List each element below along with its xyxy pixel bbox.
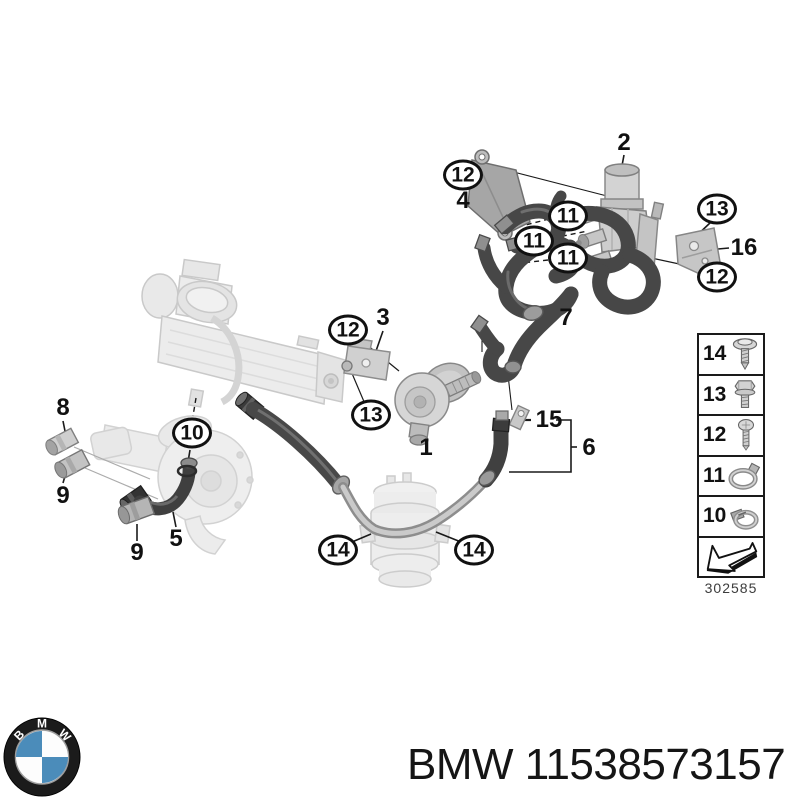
callout-part-9-a: 9 <box>56 482 70 509</box>
bracket-16 <box>675 227 721 275</box>
flange-bolt-icon <box>727 376 761 414</box>
legend-row-10: 10 <box>699 497 763 538</box>
legend-number: 12 <box>703 423 727 447</box>
roundel-quadrant-blue-tl <box>16 731 42 757</box>
bmw-logo: B M W <box>2 716 82 800</box>
parts-diagram-illustration <box>45 149 730 588</box>
callout-clamp-11-c: 11 <box>548 242 588 274</box>
fastener-legend: 14 13 <box>697 333 765 578</box>
roundel-quadrant-white-bl <box>16 757 42 783</box>
water-pump-1 <box>394 362 482 446</box>
callout-clamp-10: 10 <box>172 417 212 449</box>
legend-row-13: 13 <box>699 376 763 416</box>
callout-screw-14-a: 14 <box>318 534 358 566</box>
callout-part-3: 3 <box>376 304 390 331</box>
callout-clamp-11-a: 11 <box>548 200 588 232</box>
clamp-10-on-hose <box>176 464 198 478</box>
callout-bolt-13-b: 13 <box>351 399 391 431</box>
callout-clamp-11-b: 11 <box>514 225 554 257</box>
callout-part-8: 8 <box>56 394 70 421</box>
callout-part-6: 6 <box>582 434 596 461</box>
roundel-quadrant-white-tr <box>42 731 68 757</box>
callout-part-16: 16 <box>730 234 758 261</box>
legend-row-14: 14 <box>699 335 763 376</box>
callout-part-7: 7 <box>559 304 573 331</box>
spring-clamp-icon <box>727 498 761 534</box>
callout-screw-12-b: 12 <box>697 261 737 293</box>
washer-screw-icon <box>727 335 761 373</box>
callout-screw-14-b: 14 <box>454 534 494 566</box>
callout-part-1: 1 <box>419 434 433 461</box>
legend-number: 14 <box>703 342 727 366</box>
callout-part-4: 4 <box>456 187 470 214</box>
legend-row-arrow <box>699 538 763 577</box>
direction-arrow-icon <box>703 539 761 575</box>
pipe-assembly-6 <box>235 391 511 539</box>
hose-7-fittings <box>469 214 544 374</box>
hose-clamp-icon <box>726 458 761 494</box>
part-number: BMW 11538573157 <box>407 740 786 789</box>
roundel-letter-m: M <box>37 717 47 731</box>
bracket-3 <box>341 337 391 381</box>
callout-bolt-13-a: 13 <box>697 193 737 225</box>
egr-cooler-ghost <box>141 258 346 408</box>
callout-part-2: 2 <box>617 129 631 156</box>
roundel-quadrant-blue-br <box>42 757 68 783</box>
callout-part-15: 15 <box>535 406 563 433</box>
diagram-number: 302585 <box>704 580 758 596</box>
callout-screw-12-c: 12 <box>328 314 368 346</box>
callout-screw-12-a: 12 <box>443 159 483 191</box>
callout-part-5: 5 <box>169 525 183 552</box>
callout-part-9-b: 9 <box>130 539 144 566</box>
legend-number: 11 <box>703 463 726 487</box>
screw-icon <box>727 416 761 454</box>
legend-row-11: 11 <box>699 457 763 497</box>
coupling-fittings-8-9 <box>45 427 156 525</box>
legend-row-12: 12 <box>699 416 763 457</box>
legend-number: 13 <box>703 382 727 406</box>
legend-number: 10 <box>703 504 727 528</box>
clip-15 <box>508 404 531 431</box>
